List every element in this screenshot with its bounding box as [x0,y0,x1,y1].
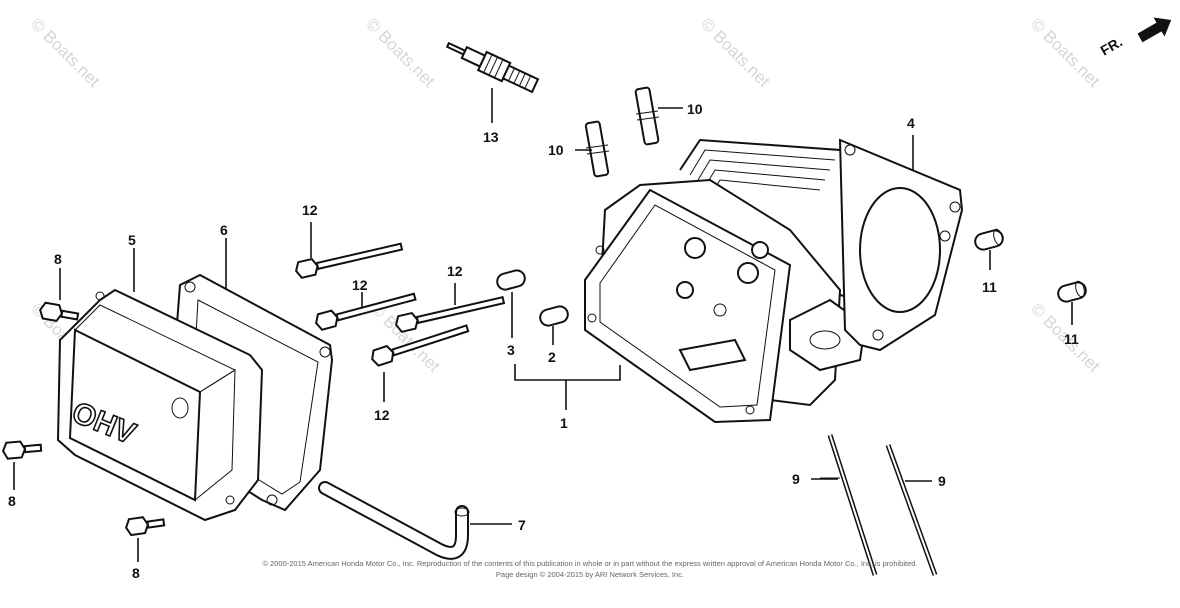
callout-7: 7 [518,517,526,533]
flange-bolt [315,292,417,331]
callout-3: 3 [507,342,515,358]
arrow-icon [1137,17,1172,43]
push-rod [885,444,938,576]
cover-bolt [1,440,43,460]
direction-label: FR. [1098,33,1126,58]
callout-6: 6 [220,222,228,238]
dowel-pin [539,305,569,327]
callout-12: 12 [447,263,463,279]
copyright-line: © 2000-2015 American Honda Motor Co., In… [262,559,917,568]
callout-9: 9 [792,471,800,487]
flange-bolt [295,242,404,279]
push-rod [820,434,878,576]
callout-labels: 1 2 3 4 5 6 7 8 8 8 9 9 10 10 11 11 12 1… [8,101,1079,581]
watermark-text: © Boats.net [362,14,439,91]
stud-bolt [584,120,610,178]
callout-9: 9 [938,473,946,489]
callout-11: 11 [982,279,997,295]
cover-bolt [39,301,80,323]
dowel-pin [1057,280,1087,303]
callout-10: 10 [687,101,703,117]
dowel-pin [974,228,1004,251]
head-gasket [838,138,964,352]
callout-12: 12 [374,407,390,423]
flange-bolt [371,324,470,367]
stud-bolt [634,86,660,146]
dowel-pin [496,269,526,291]
callout-8: 8 [132,565,140,581]
flange-bolt [395,296,506,333]
callout-12: 12 [352,277,368,293]
valve-cover [56,288,264,522]
spark-plug [445,41,540,94]
callout-8: 8 [8,493,16,509]
callout-1: 1 [560,415,568,431]
callout-12: 12 [302,202,318,218]
cylinder-head [584,138,872,424]
breather-tube [318,481,470,560]
front-direction-indicator: FR. [1098,17,1172,59]
callout-13: 13 [483,129,499,145]
callout-5: 5 [128,232,136,248]
callout-2: 2 [548,349,556,365]
cover-bolt [125,516,166,537]
copyright-line-2: Page design © 2004-2015 by ARI Network S… [496,570,684,579]
watermark-text: © Boats.net [697,14,774,91]
callout-4: 4 [907,115,915,131]
callout-11: 11 [1064,331,1079,347]
callout-10: 10 [548,142,564,158]
callout-8: 8 [54,251,62,267]
watermark-text: © Boats.net [27,14,104,91]
watermark-text: © Boats.net [1027,14,1104,91]
